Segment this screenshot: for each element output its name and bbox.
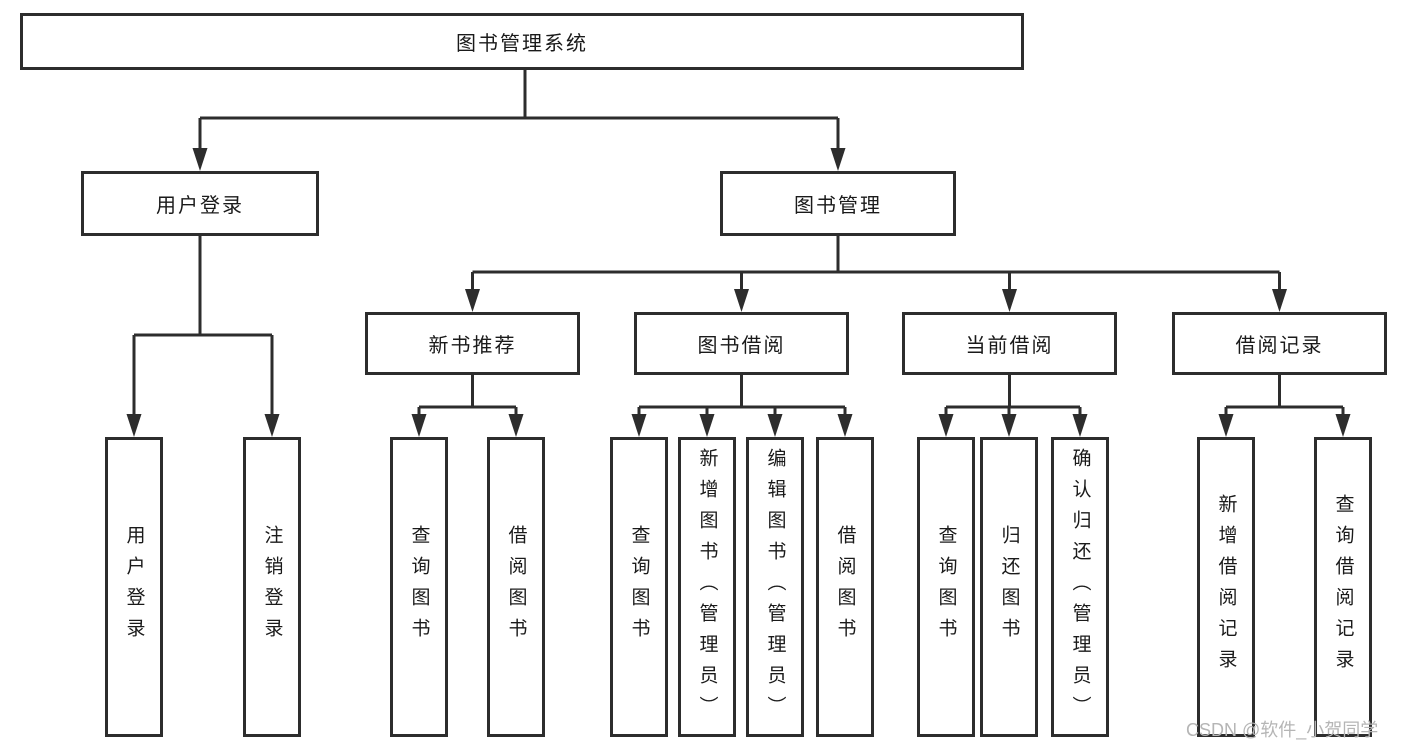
node-current-borrowing: 当前借阅 xyxy=(902,312,1117,375)
leaf-borrow-books-recommend: 借阅图书 xyxy=(487,437,545,737)
leaf-confirm-return-admin: 确认归还（管理员） xyxy=(1051,437,1109,737)
leaf-logout: 注销登录 xyxy=(243,437,301,737)
node-book-borrowing: 图书借阅 xyxy=(634,312,849,375)
node-library-system: 图书管理系统 xyxy=(20,13,1024,70)
leaf-query-borrow-record: 查询借阅记录 xyxy=(1314,437,1372,737)
node-user-login: 用户登录 xyxy=(81,171,319,236)
node-book-management: 图书管理 xyxy=(720,171,956,236)
leaf-borrow-books: 借阅图书 xyxy=(816,437,874,737)
node-new-book-recommend: 新书推荐 xyxy=(365,312,580,375)
leaf-query-books-recommend: 查询图书 xyxy=(390,437,448,737)
watermark: CSDN @软件_小贺同学 xyxy=(1186,720,1379,740)
leaf-edit-books-admin: 编辑图书（管理员） xyxy=(746,437,804,737)
leaf-add-borrow-record: 新增借阅记录 xyxy=(1197,437,1255,737)
leaf-add-books-admin: 新增图书（管理员） xyxy=(678,437,736,737)
leaf-user-login: 用户登录 xyxy=(105,437,163,737)
leaf-return-books: 归还图书 xyxy=(980,437,1038,737)
leaf-query-books-borrow: 查询图书 xyxy=(610,437,668,737)
node-borrowing-records: 借阅记录 xyxy=(1172,312,1387,375)
leaf-query-books-current: 查询图书 xyxy=(917,437,975,737)
